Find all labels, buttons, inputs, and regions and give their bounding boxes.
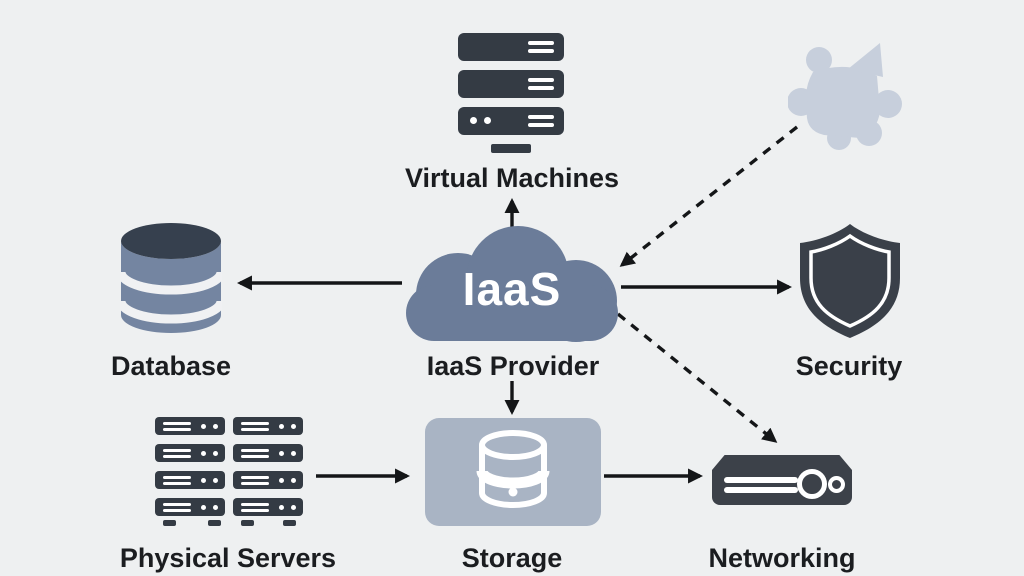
server-stand [491, 144, 531, 153]
shield-icon [800, 224, 900, 338]
server-unit [458, 107, 564, 135]
server-rack-icon [155, 417, 303, 526]
server-unit [155, 498, 225, 516]
server-unit [155, 444, 225, 462]
storage-label: Storage [461, 543, 563, 573]
server-unit [233, 471, 303, 489]
storage-drum-icon [476, 430, 550, 508]
puzzle-piece-icon [788, 43, 902, 150]
router-port-small [828, 476, 845, 493]
physical-servers-label: Physical Servers [119, 543, 337, 573]
iaas-provider-label: IaaS Provider [426, 351, 600, 381]
database-cylinder-icon [120, 223, 222, 333]
cloud-iaas-text: IaaS [462, 263, 562, 315]
server-unit [233, 444, 303, 462]
cloud-icon [406, 226, 618, 342]
networking-label: Networking [708, 543, 856, 573]
server-rack-feet [155, 520, 303, 526]
server-unit [233, 417, 303, 435]
server-unit [155, 471, 225, 489]
router-port-large [797, 469, 827, 499]
server-unit [458, 33, 564, 61]
storage-box [425, 418, 601, 526]
server-unit [458, 70, 564, 98]
server-unit [155, 417, 225, 435]
dashed-arrow-puzzle-to-cloud [619, 125, 799, 267]
server-unit [233, 498, 303, 516]
virtual-machines-label: Virtual Machines [404, 163, 620, 193]
security-label: Security [795, 351, 903, 381]
network-router-icon [712, 455, 852, 505]
server-stack-icon [458, 33, 564, 153]
database-label: Database [110, 351, 232, 381]
